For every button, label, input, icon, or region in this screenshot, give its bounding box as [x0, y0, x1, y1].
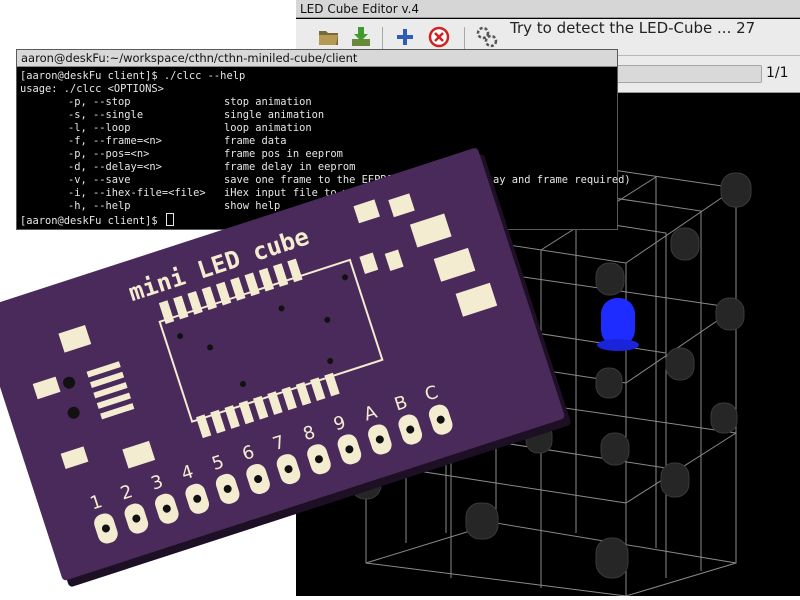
terminal-option-line: -f, --frame=<n> frame data	[20, 135, 616, 148]
pin-pad	[246, 463, 270, 495]
option-flag: -h, --help	[68, 200, 131, 212]
terminal-option-line: -p, --pos=<n> frame pos in eeprom	[20, 148, 616, 161]
option-description: stop animation	[224, 96, 312, 108]
detect-status-text: Try to detect the LED-Cube ... 27	[510, 19, 756, 37]
pin-label: 3	[148, 471, 165, 495]
option-flag: -i, --ihex-file=<file>	[68, 187, 206, 199]
terminal-line: [aaron@deskFu client]$ ./clcc --help	[20, 70, 246, 82]
terminal-cursor	[165, 213, 174, 226]
option-flag: -l, --loop	[68, 122, 131, 134]
pin-pad	[185, 483, 210, 514]
terminal-option-line: -d, --delay=<n> frame delay in eeprom	[20, 161, 616, 174]
terminal-option-line: -v, --save save one frame to the EEPROM (…	[20, 174, 631, 187]
pin-label: 1	[88, 491, 105, 515]
option-description: frame data	[224, 135, 287, 147]
option-flag: -d, --delay=<n>	[68, 161, 162, 173]
option-flag: -p, --pos=<n>	[68, 148, 150, 160]
pin-pad	[94, 513, 118, 544]
terminal-option-line: -l, --loop loop animation	[20, 122, 616, 135]
frame-counter: 1/1	[766, 65, 789, 81]
pin-label: 4	[179, 461, 196, 485]
terminal-prompt: [aaron@deskFu client]$	[20, 213, 616, 227]
option-description: save one frame to the EEPROM (position, …	[224, 174, 631, 186]
pin-hole	[132, 514, 141, 523]
option-description: single animation	[224, 109, 325, 121]
gears-icon[interactable]	[474, 24, 500, 50]
pin-pad	[124, 503, 149, 534]
terminal-option-line: -p, --stop stop animation	[20, 96, 616, 109]
terminal-line: usage: ./clcc <OPTIONS>	[20, 83, 164, 95]
open-folder-icon[interactable]	[316, 24, 342, 50]
terminal-option-line: -s, --single single animation	[20, 109, 616, 122]
pin-label: 6	[240, 441, 257, 465]
delete-circle-x-icon[interactable]	[426, 24, 452, 50]
toolbar-separator	[464, 27, 465, 49]
pin-label: 2	[118, 481, 135, 505]
terminal-option-line: -i, --ihex-file=<file> iHex input file to…	[20, 187, 616, 200]
pin-hole	[284, 465, 293, 474]
terminal-option-line: -h, --help show help	[20, 200, 616, 213]
terminal-title-bar: aaron@deskFu:~/workspace/cthn/cthn-minil…	[17, 50, 617, 67]
pin-pad	[154, 493, 179, 524]
frame-slider[interactable]	[616, 65, 762, 83]
save-download-icon[interactable]	[348, 24, 374, 50]
pin-hole	[101, 524, 110, 533]
pin-label: 7	[270, 432, 287, 456]
add-plus-icon[interactable]	[392, 24, 418, 50]
option-flag: -p, --stop	[68, 96, 131, 108]
pin-hole	[162, 504, 171, 513]
option-description: loop animation	[224, 122, 312, 134]
pcb-label: mini LED cube	[125, 222, 312, 307]
terminal-output[interactable]: [aaron@deskFu client]$ ./clcc --help usa…	[20, 70, 631, 228]
pin-hole	[223, 484, 232, 493]
option-description: show help	[224, 200, 281, 212]
option-description: iHex input file to write to the EEPROM	[224, 187, 462, 199]
option-description: frame pos in eeprom	[224, 148, 343, 160]
led-array	[350, 172, 752, 579]
pin-label: 5	[209, 451, 226, 475]
editor-title-bar: LED Cube Editor v.4	[296, 0, 800, 18]
toolbar-separator	[382, 27, 383, 49]
pin-hole	[193, 494, 202, 503]
terminal-window: aaron@deskFu:~/workspace/cthn/cthn-minil…	[16, 49, 631, 230]
pin-hole	[254, 475, 263, 484]
pin-pad	[215, 473, 240, 504]
option-flag: -f, --frame=<n>	[68, 135, 162, 147]
option-flag: -s, --single	[68, 109, 144, 121]
option-description: frame delay in eeprom	[224, 161, 356, 173]
option-flag: -v, --save	[68, 174, 131, 186]
